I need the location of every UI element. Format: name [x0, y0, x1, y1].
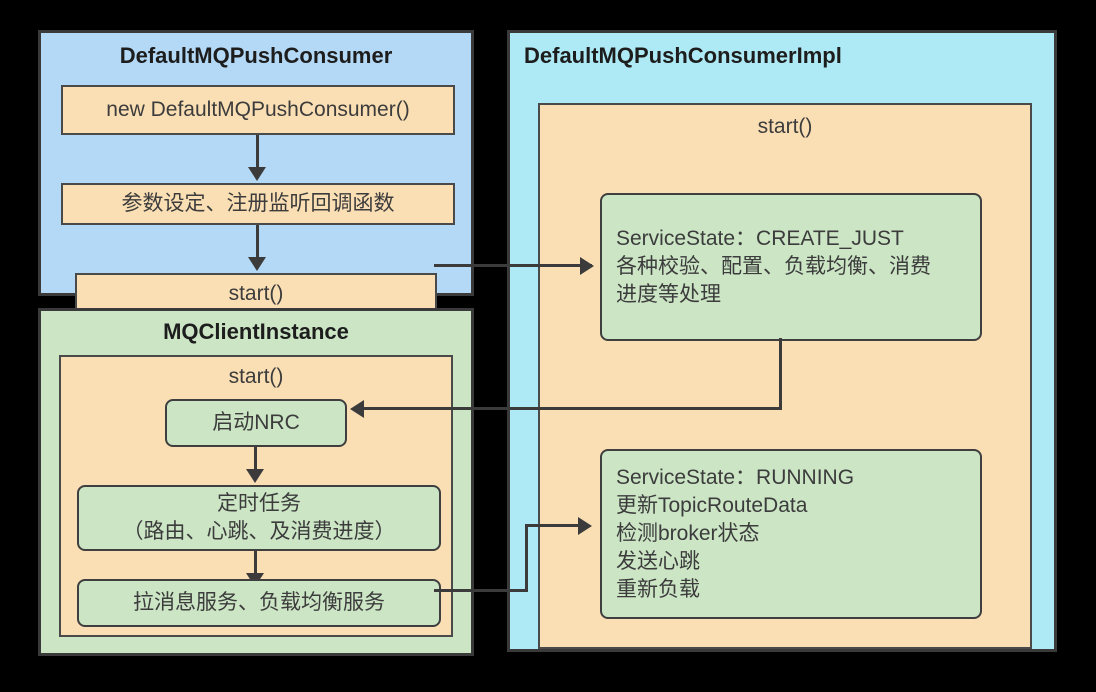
connector-create-just-to-nrc-vertical	[779, 338, 782, 410]
panel-title-default-mq-push-consumer-impl: DefaultMQPushConsumerImpl	[524, 43, 842, 68]
connector-start-to-create-just-arrowhead	[580, 257, 594, 275]
connector-services-to-running-horizontal-2	[525, 524, 587, 527]
box-start-nrc-label: 启动NRC	[212, 411, 300, 435]
box-timer-tasks-line2: （路由、心跳、及消费进度）	[122, 520, 396, 543]
panel-default-mq-push-consumer-impl: DefaultMQPushConsumerImpl start() Servic…	[507, 30, 1057, 652]
connector-start-to-create-just-line	[434, 264, 592, 267]
box-new-default-mq-push-consumer-label: new DefaultMQPushConsumer()	[106, 98, 410, 122]
box-service-state-running-line5: 重新负载	[616, 577, 700, 601]
panel-default-mq-push-consumer: DefaultMQPushConsumer new DefaultMQPushC…	[38, 30, 474, 315]
connector-nrc-to-timer-line	[254, 447, 257, 475]
box-service-state-create-just[interactable]: ServiceState：CREATE_JUST 各种校验、配置、负载均衡、消费…	[600, 193, 982, 341]
connector-nrc-to-timer-arrowhead	[246, 469, 264, 483]
connector-timer-to-services-line	[254, 551, 257, 579]
box-service-state-running[interactable]: ServiceState：RUNNING 更新TopicRouteData 检测…	[600, 449, 982, 619]
connector-construct-to-config-line	[256, 135, 259, 173]
box-service-state-create-just-line2: 各种校验、配置、负载均衡、消费	[616, 255, 931, 279]
panel-title-mq-client-instance: MQClientInstance	[163, 319, 349, 344]
box-config-register-listener-label: 参数设定、注册监听回调函数	[121, 192, 395, 216]
connector-config-to-start-arrowhead	[248, 257, 266, 271]
box-service-state-running-line3: 检测broker状态	[616, 522, 760, 546]
connector-config-to-start-line	[256, 225, 259, 263]
panel-mq-client-instance: MQClientInstance start() 启动NRC 定时任务 （路由、…	[38, 308, 474, 656]
box-service-state-running-line1: ServiceState：RUNNING	[616, 466, 855, 490]
box-config-register-listener[interactable]: 参数设定、注册监听回调函数	[61, 183, 455, 225]
box-consumer-start-label: start()	[228, 282, 284, 306]
connector-services-to-running-arrowhead	[578, 517, 592, 535]
box-service-state-create-just-line3: 进度等处理	[616, 282, 721, 306]
box-client-start-label: start()	[228, 365, 284, 388]
box-service-state-running-line2: 更新TopicRouteData	[616, 494, 808, 518]
connector-create-just-to-nrc-arrowhead	[350, 400, 364, 418]
connector-services-to-running-vertical	[525, 524, 528, 592]
box-pull-and-rebalance-services-label: 拉消息服务、负载均衡服务	[133, 591, 385, 615]
box-pull-and-rebalance-services[interactable]: 拉消息服务、负载均衡服务	[77, 579, 441, 627]
box-service-state-create-just-line1: ServiceState：CREATE_JUST	[616, 227, 904, 251]
box-start-nrc[interactable]: 启动NRC	[165, 399, 347, 447]
connector-create-just-to-nrc-horizontal	[358, 407, 782, 410]
box-new-default-mq-push-consumer[interactable]: new DefaultMQPushConsumer()	[61, 85, 455, 135]
box-impl-start-label: start()	[757, 115, 813, 138]
box-timer-tasks-line1: 定时任务	[217, 492, 301, 516]
connector-services-to-running-horizontal-1	[434, 589, 528, 592]
connector-construct-to-config-arrowhead	[248, 167, 266, 181]
panel-title-default-mq-push-consumer: DefaultMQPushConsumer	[119, 43, 393, 68]
box-timer-tasks[interactable]: 定时任务 （路由、心跳、及消费进度）	[77, 485, 441, 551]
box-service-state-running-line4: 发送心跳	[616, 549, 700, 573]
